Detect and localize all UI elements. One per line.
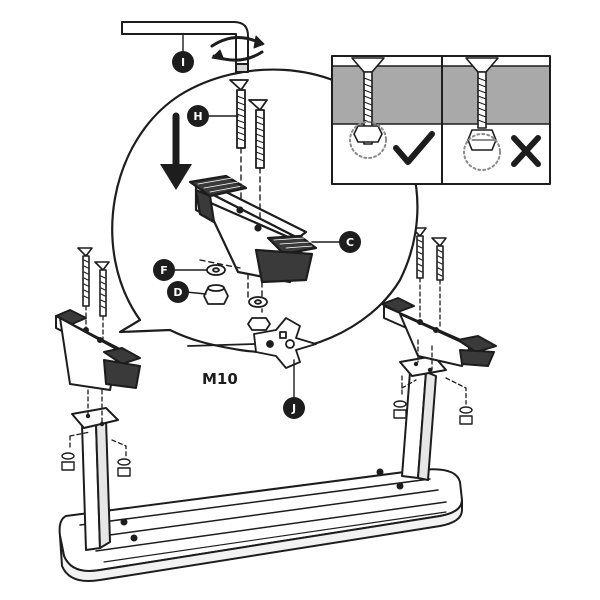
- right-leg-bracket: [381, 297, 497, 367]
- rotate-arrow-icon: [210, 35, 265, 62]
- callout-f-label: F: [160, 264, 168, 277]
- right-nuts: [393, 400, 473, 425]
- callout-c-label: C: [346, 236, 354, 249]
- bench-base: [58, 468, 463, 582]
- left-bolts: [77, 247, 110, 317]
- cross-wrench: [187, 317, 317, 369]
- left-upright-post: [71, 407, 119, 551]
- callout-j-label: J: [291, 402, 296, 415]
- wrench-size-label: M10: [202, 370, 238, 388]
- down-arrow-icon: [160, 112, 192, 190]
- callout-d-label: D: [173, 286, 182, 299]
- right-upright-post: [399, 355, 447, 481]
- washer-and-nut: [203, 264, 271, 331]
- right-bolts: [411, 227, 447, 281]
- bolts-large: [229, 79, 268, 169]
- left-leg-bracket: [55, 309, 141, 391]
- callout-h-label: H: [193, 110, 202, 123]
- left-nuts: [61, 452, 131, 477]
- right-guide-lines: [401, 277, 467, 405]
- callout-c: C: [339, 231, 361, 253]
- left-guide-lines: [69, 305, 127, 457]
- callout-h: H: [187, 105, 209, 127]
- leg-bracket-large: [188, 174, 318, 284]
- check-icon: [393, 131, 435, 165]
- hex-key-tool: [121, 21, 249, 73]
- callout-i: I: [172, 51, 194, 73]
- callout-f: F: [153, 259, 175, 281]
- callout-d: D: [167, 281, 189, 303]
- inset-correct-panel: [349, 57, 387, 159]
- callout-j: J: [283, 397, 305, 419]
- inset-incorrect-panel: [463, 57, 501, 171]
- callout-i-label: I: [181, 56, 185, 69]
- cross-icon: [511, 135, 541, 167]
- bolt-guide-lines-large: [199, 147, 263, 313]
